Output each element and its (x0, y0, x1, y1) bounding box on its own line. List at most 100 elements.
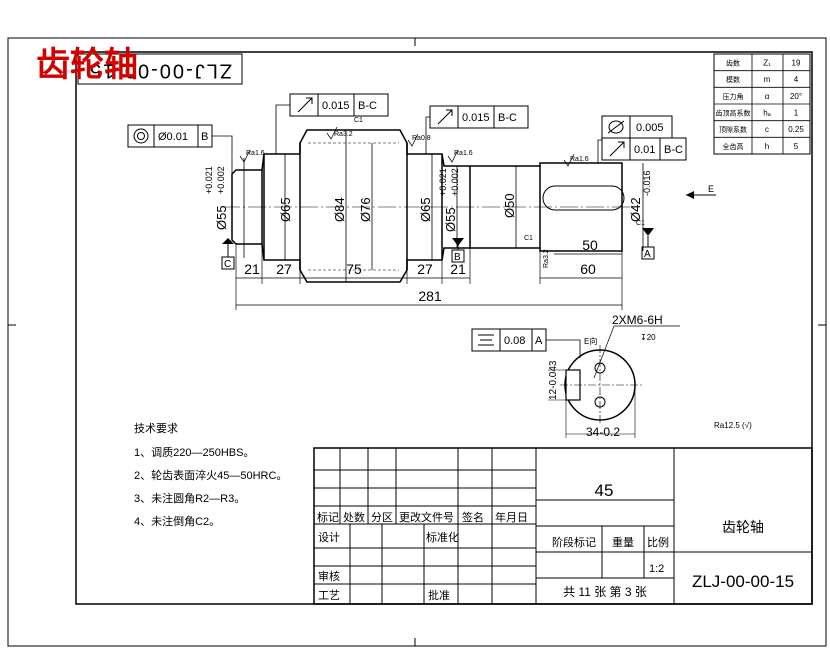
dim-d55-right-tol-up: +0.021 (438, 168, 448, 196)
note-1: 1、调质220—250HBS。 (134, 446, 254, 459)
chamfer-c1-a: C1 (354, 117, 363, 124)
coaxial-value: Ø0.01 (158, 131, 188, 143)
gear-table-value: 19 (792, 59, 801, 68)
header-date: 年月日 (495, 510, 528, 524)
part-name: 齿轮轴 (722, 519, 764, 535)
tol-frame-symmetry: 0.08 A (471, 328, 581, 358)
dim-d84: Ø84 (332, 197, 347, 222)
svg-text:E: E (708, 184, 714, 194)
gear-table-label: 齿数 (726, 59, 740, 68)
view-label: E向 (584, 336, 597, 346)
label-design: 设计 (318, 531, 340, 544)
gear-table-symbol: m (764, 75, 771, 84)
tol-frame-runout-right: 0.01 B-C (597, 137, 687, 163)
gear-table-symbol: hₐ (763, 109, 771, 118)
runout-left-datum: B-C (358, 100, 377, 112)
dim-d50: Ø50 (502, 193, 517, 218)
tol-frame-runout-left: 0.015 B-C (275, 93, 389, 154)
gear-table-label: 齿顶高系数 (716, 109, 751, 118)
dim-d55-left: Ø55 (214, 205, 229, 230)
gear-table-symbol: Z₁ (763, 59, 771, 68)
roughness-ra08: Ra0.8 (412, 135, 431, 142)
gear-table-value: 5 (794, 142, 799, 151)
gear-table-label: 顶隙系数 (719, 125, 747, 134)
label-weight: 重量 (612, 535, 634, 549)
drawing-number: ZLJ-00-00-15 (692, 572, 794, 591)
view-arrow-e: E (686, 184, 716, 199)
dim-len-60: 60 (580, 261, 596, 277)
dim-len-27-right: 27 (417, 261, 433, 277)
runout-left-value: 0.015 (322, 100, 350, 112)
dim-len-21-right: 21 (450, 261, 466, 277)
thread-spec: 2XM6-6H (612, 313, 663, 327)
svg-text:B: B (454, 252, 461, 263)
dim-d55-right-tol-low: +0.002 (450, 168, 460, 196)
material: 45 (595, 481, 614, 500)
datum-b: B (451, 238, 465, 263)
stamp-title: 齿轮轴 (36, 45, 138, 85)
chamfer-c1-b: C1 (524, 235, 533, 242)
gear-table-symbol: c (765, 125, 769, 134)
keyway (542, 185, 625, 211)
dim-d65-right: Ø65 (418, 197, 433, 222)
rotated-drawing-number: ZLJ-00-00-15 (88, 60, 232, 82)
runout-mid-value: 0.015 (462, 112, 490, 124)
roughness-ra32: Ra3.2 (334, 131, 353, 138)
sheet-count: 共 11 张 第 3 张 (563, 585, 647, 599)
dim-d76: Ø76 (358, 197, 373, 222)
note-3: 3、未注圆角R2—R3。 (134, 491, 245, 505)
cylindricity-value: 0.005 (636, 122, 664, 134)
dim-d55-left-tol-low: +0.002 (216, 166, 226, 194)
tol-frame-coaxial: Ø0.01 B (127, 124, 233, 236)
gear-table-value: 1 (794, 109, 799, 118)
dim-d55-left-tol-up: +0.021 (204, 166, 214, 194)
scale-value: 1:2 (649, 563, 664, 575)
keyway-width: 34-0.2 (586, 425, 620, 439)
tol-frame-cylindricity: 0.005 (601, 115, 673, 139)
note-2: 2、轮齿表面淬火45—50HRC。 (134, 468, 287, 482)
gear-table-value: 20° (790, 92, 802, 101)
header-qty: 处数 (343, 511, 365, 524)
runout-mid-datum: B-C (498, 112, 517, 124)
section-view-e: 2XM6-6H ↧20 E向 12-0.043 34-0.2 (548, 313, 680, 439)
coaxial-datum: B (201, 131, 208, 143)
dim-len-75: 75 (346, 261, 362, 277)
gear-table-symbol: α (765, 92, 770, 101)
keyway-depth: 12-0.043 (548, 360, 559, 400)
dim-len-50: 50 (582, 237, 598, 253)
symmetry-datum: A (535, 335, 543, 347)
technical-notes: 技术要求 1、调质220—250HBS。 2、轮齿表面淬火45—50HRC。 3… (134, 422, 287, 528)
notes-heading: 技术要求 (134, 422, 178, 435)
header-sign: 签名 (462, 510, 484, 524)
label-standard: 标准化 (426, 530, 459, 544)
tol-frame-runout-mid: 0.015 B-C (425, 105, 529, 154)
svg-text:A: A (644, 249, 651, 260)
dim-len-281: 281 (418, 288, 442, 304)
label-scale: 比例 (647, 535, 669, 549)
label-approve: 批准 (428, 588, 450, 602)
title-block (313, 447, 813, 605)
dim-len-21-left: 21 (244, 261, 260, 277)
runout-right-value: 0.01 (634, 144, 655, 156)
symmetry-value: 0.08 (504, 335, 525, 347)
label-stage: 阶段标记 (552, 535, 596, 549)
header-mark: 标记 (317, 510, 339, 524)
roughness-default: Ra12.5 (√) (714, 421, 752, 430)
gear-table-symbol: h (765, 142, 769, 151)
runout-right-datum: B-C (664, 144, 683, 156)
svg-text:C: C (224, 259, 231, 270)
label-process: 工艺 (318, 589, 340, 602)
gear-table-value: 0.25 (788, 125, 804, 134)
roughness-ra16-a: Ra1.6 (246, 150, 265, 157)
label-review: 审核 (318, 569, 340, 583)
roughness-ra16-b: Ra1.6 (454, 150, 473, 157)
datum-a: A (641, 228, 655, 260)
gear-table-label: 全齿高 (723, 142, 744, 151)
dim-d42-tol: -0.016 (642, 170, 652, 196)
gear-table-value: 4 (794, 75, 799, 84)
header-doc: 更改文件号 (399, 510, 454, 524)
thread-depth: ↧20 (640, 333, 656, 342)
roughness-ra16-c: Ra1.6 (570, 156, 589, 163)
